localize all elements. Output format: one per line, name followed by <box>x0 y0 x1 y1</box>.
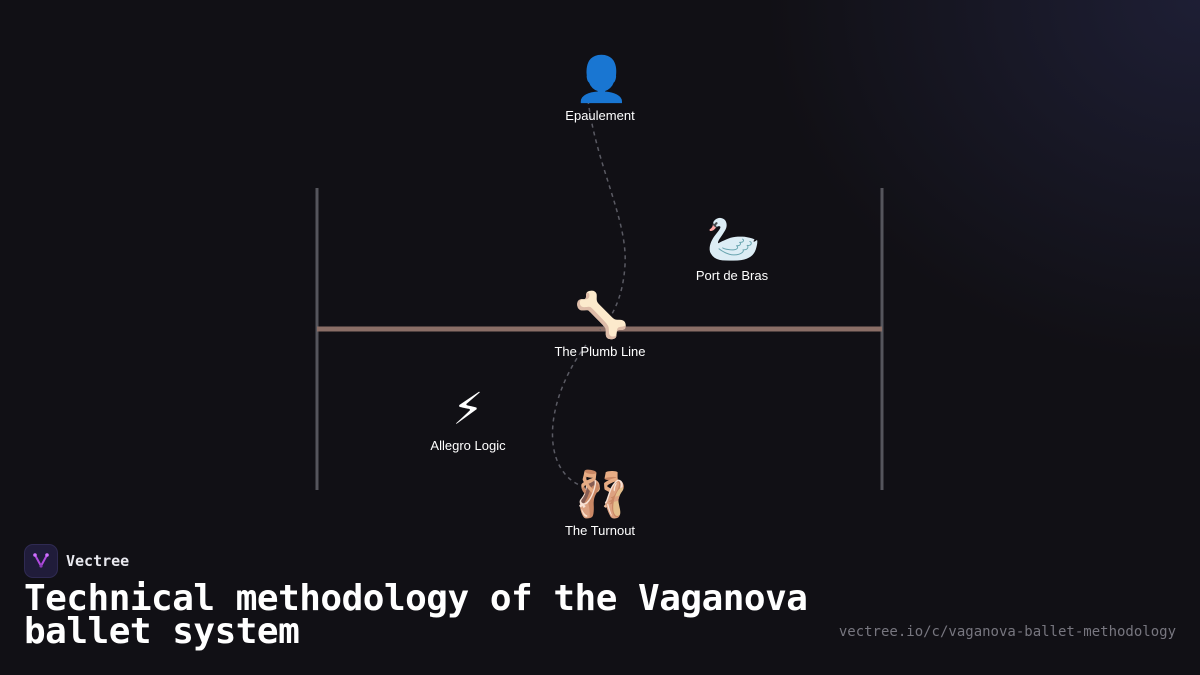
vectree-logo-icon <box>24 544 58 578</box>
node-label: The Turnout <box>564 523 636 538</box>
person-silhouette-icon: 👤 <box>574 54 629 105</box>
brand-name: Vectree <box>66 552 130 570</box>
connector-plumb-line-turnout <box>551 344 587 487</box>
node-epaulement[interactable]: 👤 Epaulement <box>520 54 680 123</box>
node-label: The Plumb Line <box>554 344 646 359</box>
node-label: Allegro Logic <box>430 438 506 453</box>
node-label: Port de Bras <box>695 268 769 283</box>
connector-epaulement-plumb-line <box>587 99 626 331</box>
ballet-shoes-icon: 🩰 <box>574 469 629 520</box>
brand[interactable]: Vectree <box>24 544 129 578</box>
node-turnout[interactable]: 🩰 The Turnout <box>520 469 680 538</box>
page-url[interactable]: vectree.io/c/vaganova-ballet-methodology <box>838 624 1176 640</box>
node-label: Epaulement <box>565 108 635 123</box>
node-allegro-logic[interactable]: ⚡ Allegro Logic <box>388 384 548 453</box>
page-title: Technical methodology of the Vaganova ba… <box>24 578 808 652</box>
node-port-de-bras[interactable]: 🦢 Port de Bras <box>652 214 812 283</box>
bone-icon: 🦴 <box>574 290 629 341</box>
node-plumb-line[interactable]: 🦴 The Plumb Line <box>520 290 680 359</box>
swan-icon: 🦢 <box>706 214 761 265</box>
lightning-icon: ⚡ <box>452 384 484 435</box>
